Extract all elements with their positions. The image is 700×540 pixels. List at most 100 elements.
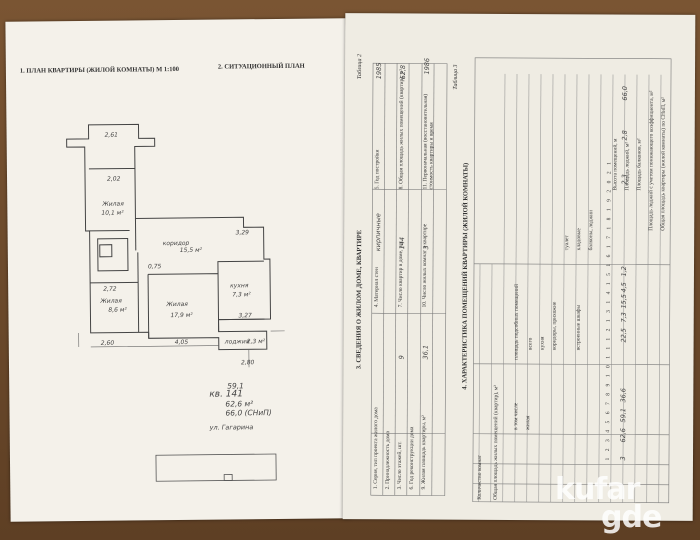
dim-top: 2,61 [105, 132, 118, 139]
t3-h-living: жилая [525, 415, 532, 431]
t2-value-10: 3 [422, 245, 431, 250]
col-num: 5 [605, 414, 612, 424]
kitchen-area: 7,3 м² [232, 291, 251, 298]
t3-h-col-r1: Высота помещений, м [612, 138, 619, 191]
col-num: 7 [605, 395, 612, 405]
t3-h-corridor: коридоры, прихожие [551, 301, 558, 351]
col-num: 15 [605, 266, 613, 286]
t3-h-in-total: в том числе [513, 402, 520, 431]
table3-label: Таблица 3 [452, 64, 460, 90]
col-num: 10 [605, 358, 612, 378]
t2-value-5: 1985 [374, 62, 384, 80]
col-num: 4 [605, 423, 612, 433]
rotated-text-layer: Таблица 2 3. СВЕДЕНИЯ О ЖИЛОМ ДОМЕ, КВАР… [343, 13, 696, 521]
t2-value-3: 9 [397, 355, 406, 360]
col-num: 16 [606, 248, 613, 267]
t2-value-8: 62,8 [398, 64, 408, 80]
room-area-left: 8,6 м² [108, 307, 127, 314]
t2-value-9: 36,1 [421, 345, 430, 360]
apartment-stamp: 59,1 кв. 141 62,6 м² 66,0 (СНиП) [209, 381, 272, 418]
section4-title: 4. ХАРАКТЕРИСТИКА ПОМЕЩЕНИЙ КВАРТИРЫ (ЖИ… [461, 162, 470, 390]
t3-column-numbers: 123456789101112131415161718192021 [605, 156, 613, 461]
t2-cell-6: 6. Год реконструкции дома [408, 426, 416, 490]
room-label-center: Жилая [165, 301, 188, 308]
floor-plan-page: 1. ПЛАН КВАРТИРЫ (ЖИЛОЙ КОМНАТЫ) М 1:100… [5, 18, 351, 522]
watermark-line1: kufar [555, 472, 640, 507]
t3-h-rooms: Количество комнат [476, 454, 484, 500]
col-num: 11 [605, 340, 612, 359]
t3-h-col-r5: Общая площадь квартиры (жилой комнаты) п… [660, 97, 667, 231]
col-num: 21 [606, 155, 613, 175]
t3-value-8: 4,5 [619, 282, 628, 293]
t2-cell-3: 3. Число этажей, шт. [396, 441, 404, 490]
dim-e: 3,27 [238, 312, 252, 319]
dim-c: 0,75 [148, 263, 162, 270]
t3-h-col-r4: Площадь лоджий с учетом понижающего коэф… [648, 90, 655, 231]
building-outline [155, 453, 277, 482]
t3-h-wc: туалет [564, 235, 571, 251]
t2-cell-10: 10. Число жилых комнат в квартире [421, 223, 429, 308]
dim-d: 2,72 [103, 286, 117, 293]
room-label-top: Жилая [101, 201, 124, 208]
t3-value-6: 7,3 [619, 312, 628, 323]
col-num: 9 [605, 377, 612, 387]
kufar-watermark: kufar gde [555, 472, 662, 535]
col-num: 12 [605, 322, 612, 341]
col-num: 20 [606, 174, 613, 193]
table2-label: Таблица 2 [356, 53, 364, 80]
stamp-line3: 62,6 м² [225, 399, 254, 409]
section3-title: 3. СВЕДЕНИЯ О ЖИЛОМ ДОМЕ, КВАРТИРЕ [355, 229, 364, 370]
t3-value-10: 2,3 [620, 174, 629, 185]
t3-value-9: 1,2 [619, 266, 629, 277]
t2-cell-8: 8. Общая площадь жилых помещений (кварти… [398, 69, 406, 190]
t3-value-4: 36,6 [619, 388, 628, 403]
stamp-line4: 66,0 (СНиП) [225, 408, 272, 418]
dim-f: 4,05 [175, 339, 189, 346]
balcony-area: 2,3 м² [247, 338, 266, 345]
t2-value-7: 144 [398, 236, 407, 250]
t2-cell-1: 1. Серия, тип проекта жилого дома [372, 407, 380, 490]
t2-cell-2: 2. Принадлежность дома [384, 431, 392, 490]
col-num: 8 [605, 386, 612, 396]
t2-cell-11: 11. Первоначальная (восстановительная) с… [422, 93, 435, 190]
t3-h-bal: балконы, лоджии [588, 209, 595, 251]
room-area-center: 17,9 м² [170, 312, 193, 319]
kitchen-label: кухня [230, 282, 249, 289]
watermark-line2: gde [601, 500, 662, 535]
t3-h-area: Общая площадь жилых помещений (квартир),… [492, 385, 500, 500]
t3-value-11: 2,8 [620, 130, 629, 141]
street-label: ул. Гагарина [209, 423, 254, 432]
col-num: 14 [605, 285, 612, 304]
dim-h: 2,80 [241, 359, 255, 366]
tables-grid [370, 57, 672, 504]
t3-value-3: 59,1 [619, 408, 628, 423]
t3-h-aux: площадь подсобных помещений [513, 284, 520, 361]
dim-g: 2,60 [101, 340, 115, 347]
col-num: 3 [605, 432, 612, 442]
t2-value-11: 1986 [423, 57, 432, 75]
apartment-data-page: Таблица 2 3. СВЕДЕНИЯ О ЖИЛОМ ДОМЕ, КВАР… [342, 13, 696, 521]
t2-cell-9: 9. Жилая площадь квартиры, м² [420, 415, 428, 490]
t3-h-bath: встроенные шкафы [575, 304, 582, 351]
t2-cell-5: 5. Год постройки [374, 149, 381, 190]
col-num: 17 [606, 229, 613, 249]
t3-value-2: 62,6 [619, 428, 628, 443]
t3-h-storage: кладовые [576, 228, 583, 251]
t3-value-5: 22,5 [619, 328, 628, 343]
t3-h-total: всего [527, 337, 534, 351]
dim-a: 2,02 [107, 176, 121, 183]
apartment-floor-plan: Жилая 10,1 м² коридор 15,5 м² Жилая 8,6 … [66, 123, 285, 482]
col-num: 6 [605, 404, 612, 415]
corridor-area: 15,5 м² [180, 247, 203, 254]
t3-value-7: 15,5 [619, 294, 628, 309]
room-area-top: 10,1 м² [101, 210, 124, 217]
balcony-label: лоджия [224, 338, 250, 345]
t3-value-12: 66,0 [620, 86, 629, 101]
t2-cell-7: 7. Число квартир в доме, шт. [397, 240, 405, 308]
dim-b: 3,29 [236, 229, 250, 236]
t2-value-4: кирпичные [374, 213, 383, 252]
col-num: 19 [606, 192, 613, 212]
t3-h-kitchen: кухня [539, 336, 546, 351]
col-num: 13 [605, 303, 612, 323]
room-label-left: Жилая [99, 298, 122, 305]
